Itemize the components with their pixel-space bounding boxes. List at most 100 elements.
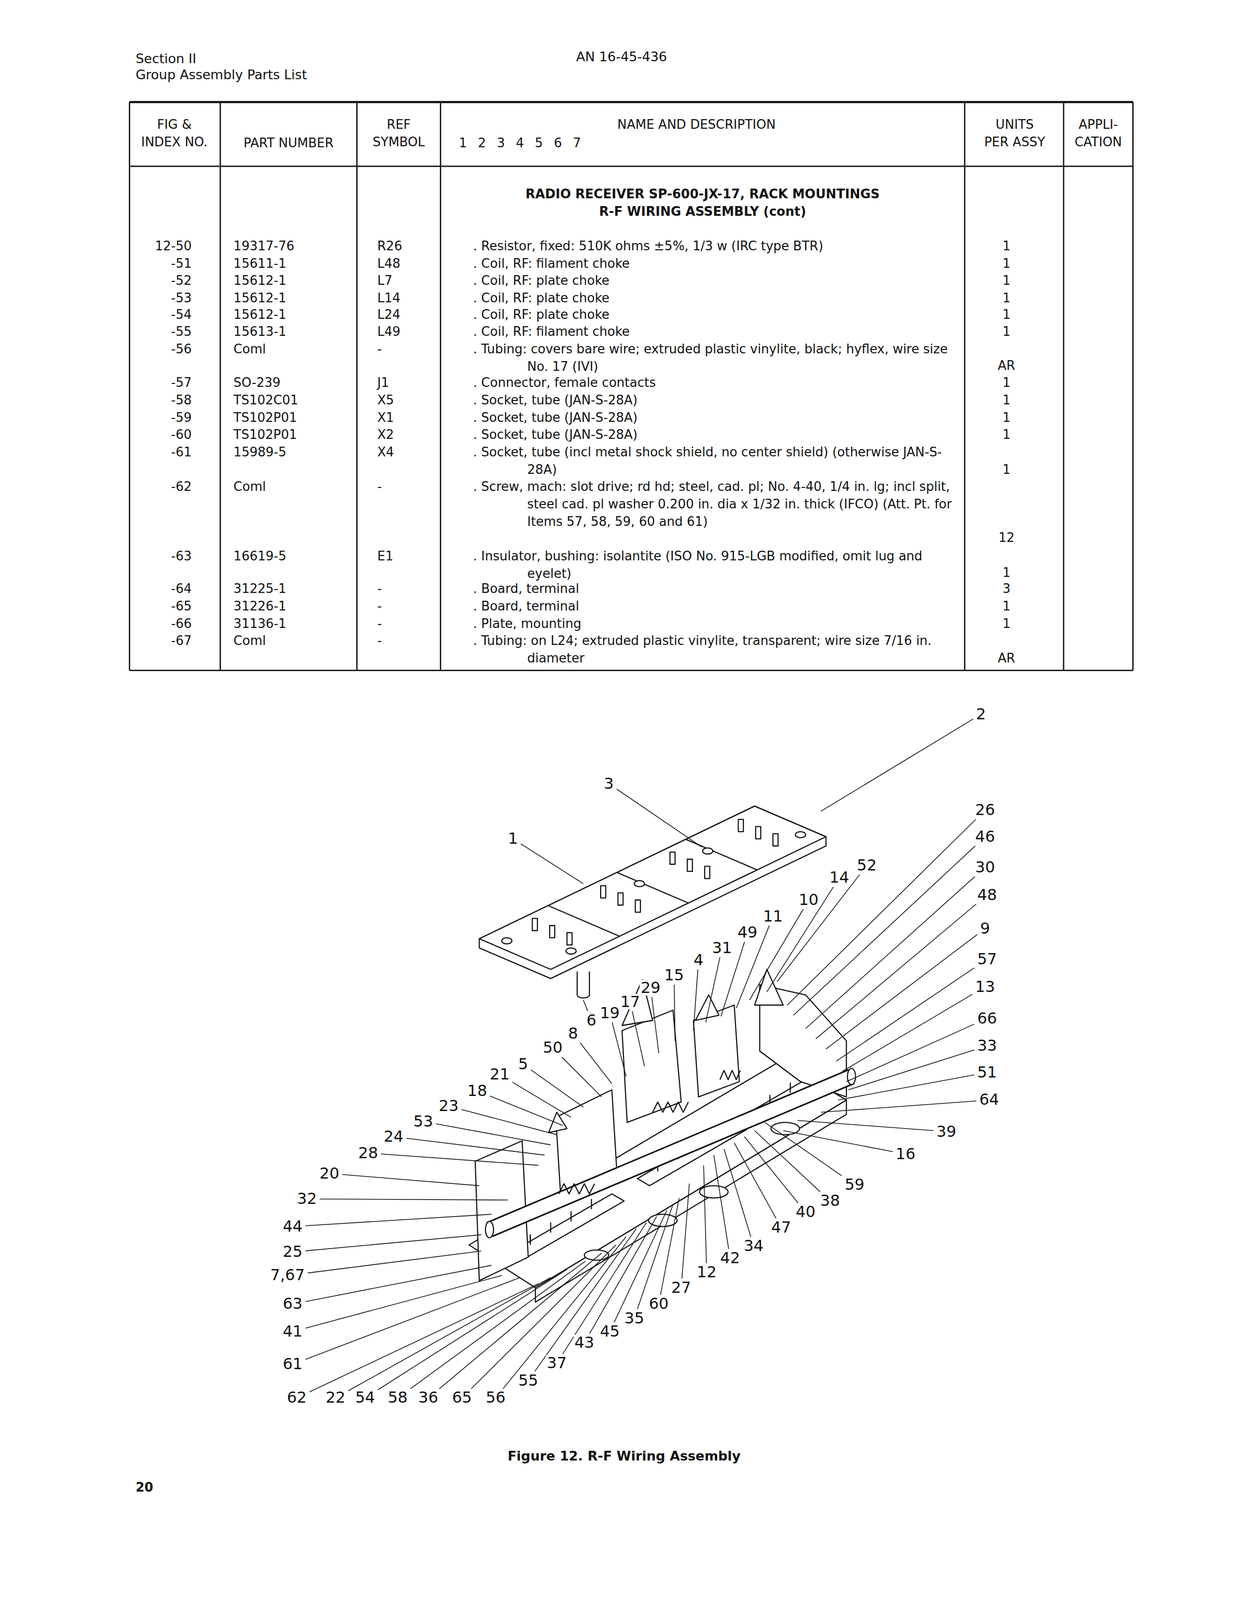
- callout-number: 11: [762, 908, 785, 924]
- table-cell: Coml: [233, 340, 267, 359]
- leader-line: [406, 1137, 545, 1155]
- page-header: Group Assembly Parts List: [135, 66, 308, 84]
- table-cell: 1: [976, 255, 1038, 273]
- table-cell: X5: [377, 391, 395, 410]
- callout-number: 58: [386, 1389, 409, 1405]
- callout-number: 2: [975, 705, 987, 722]
- table-cell: Coml: [233, 478, 267, 496]
- callout-number: 14: [828, 869, 851, 885]
- leader-line: [562, 1056, 603, 1097]
- table-cell: AR: [976, 357, 1038, 375]
- callout-number: 48: [976, 886, 999, 903]
- page-number: 20: [135, 1478, 154, 1497]
- callout-number: 13: [974, 978, 997, 995]
- board-top: [479, 806, 826, 970]
- table-cell: . Tubing: covers bare wire; extruded pla…: [473, 340, 953, 376]
- figure-caption: Figure 12. R-F Wiring Assembly: [297, 1446, 951, 1465]
- leader-line: [307, 1250, 482, 1273]
- tube-socket: [648, 1213, 678, 1226]
- callout-number: 50: [541, 1039, 564, 1055]
- callout-number: 16: [894, 1145, 917, 1162]
- leader-lines: [305, 718, 978, 1392]
- table-cell: L7: [377, 272, 393, 290]
- leader-line: [305, 1234, 482, 1251]
- callout-number: 33: [976, 1037, 999, 1053]
- callout-number: 10: [797, 891, 820, 908]
- leader-line: [836, 967, 975, 1061]
- callout-number: 22: [324, 1389, 347, 1405]
- callout-number: 15: [663, 966, 686, 983]
- callout-number: 7,67: [269, 1266, 306, 1283]
- table-cell: 15612-1: [233, 289, 287, 308]
- callout-number: 63: [281, 1295, 304, 1311]
- page-header: Section II: [135, 50, 197, 68]
- table-cell: . Socket, tube (JAN-S-28A): [473, 426, 953, 444]
- table-cell: . Board, terminal: [473, 597, 953, 616]
- table-cell: 1: [976, 391, 1038, 410]
- callout-number: 24: [382, 1128, 405, 1144]
- callout-number: 3: [602, 775, 615, 792]
- callout-number: 4: [692, 951, 705, 968]
- leader-line: [305, 1264, 492, 1302]
- mounting-hole: [702, 847, 713, 855]
- choke-coil: [558, 1183, 595, 1194]
- leader-line: [471, 1244, 617, 1389]
- table-cell: -57: [171, 374, 192, 392]
- mounting-hole: [795, 831, 806, 838]
- fin: [548, 1111, 568, 1133]
- table-cell: Coml: [233, 632, 267, 650]
- table-cell: 1: [976, 306, 1038, 324]
- table-cell: X2: [377, 426, 395, 444]
- stud: [577, 971, 590, 999]
- leader-line: [815, 903, 977, 1039]
- table-cell: 1: [976, 237, 1038, 256]
- callout-number: 21: [488, 1066, 511, 1082]
- table-cell: -54: [171, 306, 192, 324]
- leader-line: [744, 1136, 799, 1203]
- table-cell: . Resistor, fixed: 510K ohms ±5%, 1/3 w …: [473, 237, 953, 256]
- table-cell: . Socket, tube (JAN-S-28A): [473, 391, 953, 410]
- table-cell: 15989-5: [233, 443, 287, 462]
- leader-line: [531, 1069, 584, 1107]
- table-cell: 31225-1: [233, 580, 287, 598]
- shaft-end: [847, 1067, 856, 1085]
- callout-number: 51: [976, 1064, 999, 1080]
- table-cell: -52: [171, 272, 192, 290]
- callout-number: 47: [770, 1219, 792, 1235]
- leader-line: [562, 1221, 647, 1354]
- table-cell: . Socket, tube (JAN-S-28A): [473, 409, 953, 427]
- leader-line: [651, 996, 659, 1053]
- table-cell: . Plate, mounting: [473, 615, 953, 633]
- choke-coil: [720, 1069, 741, 1080]
- table-cell: . Tubing: on L24; extruded plastic vinyl…: [473, 632, 953, 667]
- callout-number: 27: [670, 1279, 693, 1295]
- callout-number: 42: [719, 1249, 741, 1266]
- table-cell: 19317-76: [233, 237, 295, 256]
- callout-number: 45: [599, 1323, 621, 1339]
- leader-line: [309, 1283, 539, 1392]
- tube-socket: [699, 1185, 729, 1198]
- table-cell: 1: [976, 409, 1038, 427]
- leader-line: [589, 1216, 657, 1334]
- lug: [529, 1234, 531, 1245]
- leader-line: [754, 1130, 821, 1192]
- table-cell: -65: [171, 597, 192, 616]
- callout-number: 32: [295, 1190, 318, 1206]
- table-cell: -: [377, 632, 382, 650]
- callout-number: 36: [417, 1389, 440, 1405]
- callout-number: 30: [974, 859, 997, 875]
- callout-number: 53: [412, 1113, 435, 1129]
- leader-line: [580, 1042, 612, 1084]
- leader-line: [616, 788, 702, 847]
- table-header: PART NUMBER: [222, 134, 356, 153]
- callout-number: 19: [599, 1004, 621, 1021]
- page-header: AN 16-45-436: [576, 48, 668, 66]
- table-cell: 15611-1: [233, 255, 287, 273]
- mounting-hole: [634, 880, 645, 887]
- board-edge: [479, 806, 826, 979]
- leader-line: [723, 1148, 751, 1237]
- parts-table-grid: [129, 102, 1134, 671]
- callout-number: 41: [281, 1323, 304, 1339]
- table-cell: -: [377, 597, 382, 616]
